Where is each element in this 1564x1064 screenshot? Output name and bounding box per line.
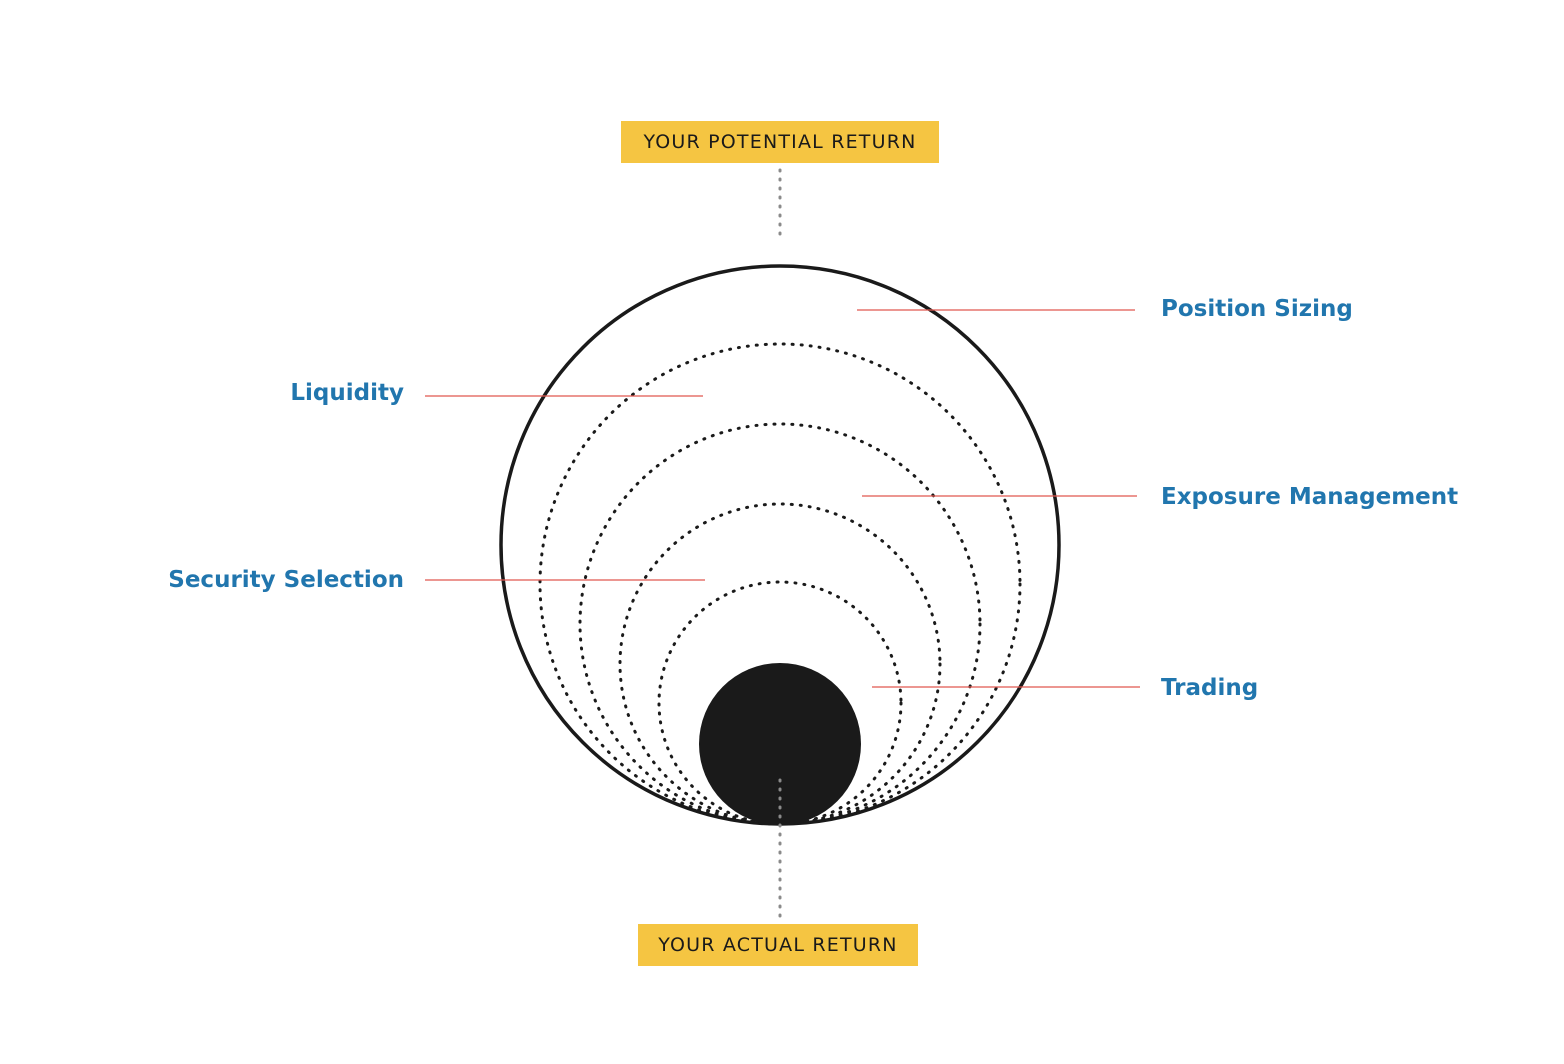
potential-return-badge: YOUR POTENTIAL RETURN xyxy=(621,121,939,163)
exposure-management-label: Exposure Management xyxy=(1161,484,1459,510)
actual-return-badge: YOUR ACTUAL RETURN xyxy=(638,924,918,966)
actual-return-circle xyxy=(699,663,861,825)
security-selection-label: Security Selection xyxy=(168,567,404,593)
position-sizing-label: Position Sizing xyxy=(1161,296,1353,322)
trading-label: Trading xyxy=(1161,675,1259,701)
liquidity-label: Liquidity xyxy=(290,380,404,406)
